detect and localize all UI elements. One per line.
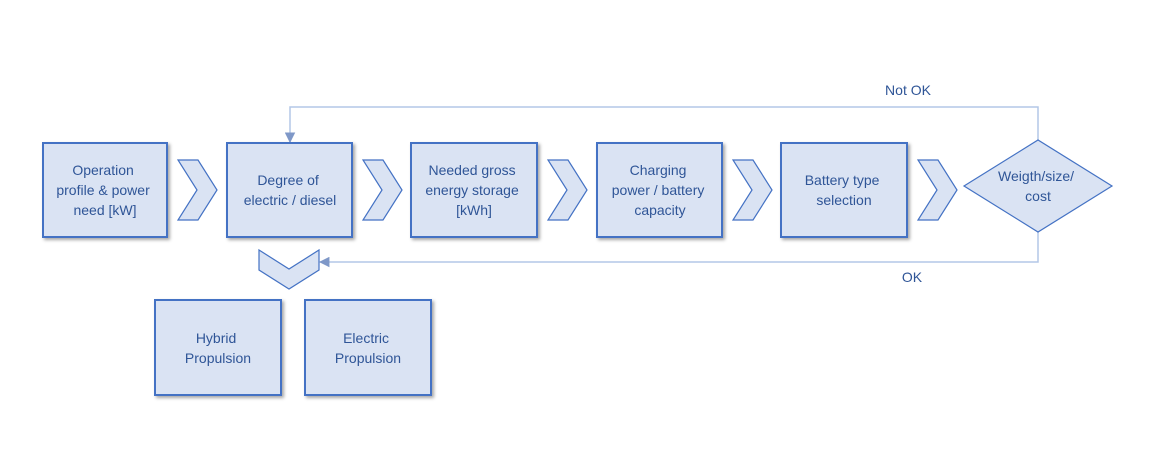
chevron-arrow-3	[546, 159, 588, 221]
electric-propulsion-label: Electric Propulsion	[335, 330, 401, 366]
chevron-arrow-5	[916, 159, 958, 221]
charging-power-label: Charging power / battery capacity	[612, 162, 709, 218]
ok-connector	[318, 232, 1039, 268]
hybrid-propulsion-label: Hybrid Propulsion	[185, 330, 251, 366]
output-box-hybrid	[154, 299, 282, 396]
output-box-electric	[304, 299, 432, 396]
degree-electric-label: Degree of electric / diesel	[244, 172, 337, 208]
process-box-battery-type	[780, 142, 908, 238]
chevron-arrow-2	[361, 159, 403, 221]
decision-diamond	[962, 139, 1114, 233]
battery-type-label: Battery type selection	[805, 172, 884, 208]
not-ok-label: Not OK	[885, 82, 932, 98]
process-box-energy-storage	[410, 142, 538, 238]
process-box-operation-profile	[42, 142, 168, 238]
chevron-down-arrow	[258, 248, 320, 290]
not-ok-connector	[284, 106, 1039, 144]
decision-label: Weigth/size/ cost	[998, 168, 1078, 204]
energy-storage-label: Needed gross energy storage [kWh]	[425, 162, 522, 218]
process-box-charging-power	[596, 142, 723, 238]
operation-profile-label: Operation profile & power need [kW]	[56, 162, 153, 218]
chevron-arrow-1	[176, 159, 218, 221]
process-box-degree-electric	[226, 142, 353, 238]
chevron-arrow-4	[731, 159, 773, 221]
ok-label: OK	[902, 269, 923, 285]
